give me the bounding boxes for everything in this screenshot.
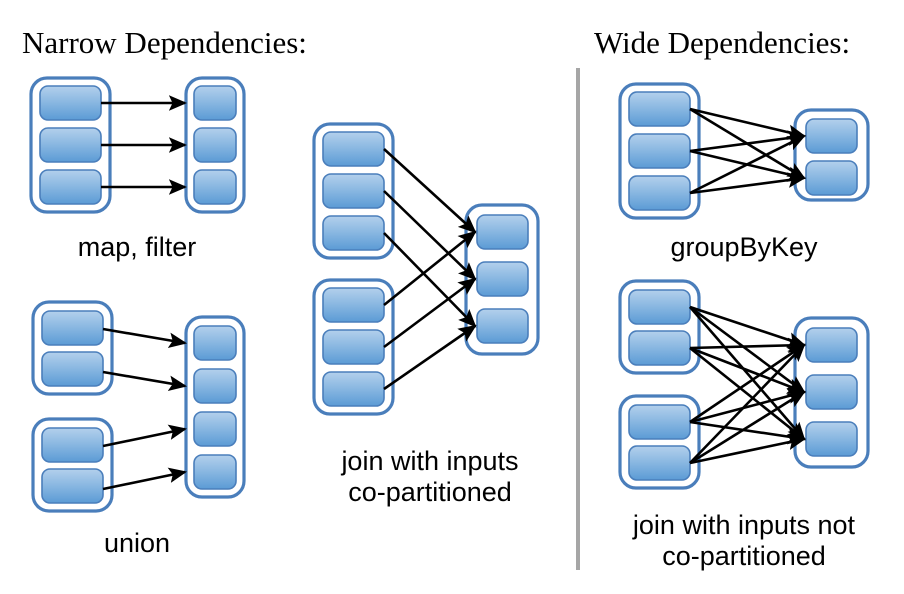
partition-block [41, 427, 104, 463]
dependency-arrow [689, 107, 807, 140]
partition-block [193, 368, 237, 404]
partition-block [193, 127, 237, 163]
dependency-arrow [383, 230, 477, 307]
caption-union: union [104, 528, 170, 558]
dependency-arrow [689, 346, 806, 441]
group-join-co-partitioned: join with inputs co-partitioned [312, 122, 540, 507]
partition-block [39, 85, 102, 121]
partition-block [193, 325, 237, 361]
dependency-arrow [689, 346, 806, 394]
partition-block [628, 289, 691, 325]
dependency-arrow [102, 327, 188, 348]
partition-block [193, 85, 237, 121]
dependency-arrow [689, 343, 806, 464]
dependency-arrow [102, 370, 188, 391]
dependency-arrow [689, 305, 806, 394]
partition-block [476, 261, 529, 297]
partition-block [628, 330, 691, 366]
dependency-arrow [689, 305, 806, 348]
dependency-arrow [383, 324, 477, 391]
partition-block [193, 411, 237, 447]
dependency-arrow [383, 148, 477, 234]
partition-block [805, 160, 858, 196]
group-map-filter: map, filter [29, 76, 246, 262]
partition-block [805, 374, 858, 410]
partition-block [41, 351, 104, 387]
partition-block [39, 127, 102, 163]
group-join-not-co-partitioned: join with inputs not co-partitioned [618, 279, 870, 571]
partition-block [322, 173, 385, 209]
caption-join-not-co-partitioned-line1: join with inputs not [632, 510, 856, 540]
partition-block [322, 329, 385, 365]
dependency-arrow [689, 390, 806, 465]
dependency-arrow [689, 420, 807, 445]
caption-join-co-partitioned-line1: join with inputs [340, 446, 518, 476]
caption-join-not-co-partitioned-line2: co-partitioned [662, 541, 826, 571]
partition-block [193, 454, 237, 490]
partition-block [628, 91, 691, 127]
partition-block [41, 468, 104, 504]
dependency-arrow [383, 232, 477, 328]
dependency-arrow [689, 130, 807, 153]
wide-dependencies-heading: Wide Dependencies: [594, 25, 850, 60]
dependency-arrow [102, 467, 188, 491]
group-groupbykey: groupByKey [618, 82, 870, 262]
partition-block [39, 169, 102, 205]
partition-block [805, 421, 858, 457]
partition-block [628, 133, 691, 169]
narrow-dependencies-heading: Narrow Dependencies: [22, 25, 307, 60]
partition-block [805, 118, 858, 154]
caption-groupbykey: groupByKey [670, 232, 818, 262]
group-union: union [31, 300, 246, 558]
partition-block [628, 404, 691, 440]
partition-block [41, 310, 104, 346]
partition-block [322, 131, 385, 167]
dependency-arrow [102, 424, 188, 448]
partition-block [628, 445, 691, 481]
caption-map-filter: map, filter [78, 232, 197, 262]
partition-block [476, 308, 529, 344]
partition-block [322, 215, 385, 251]
partition-block [322, 371, 385, 407]
dependency-arrow [689, 172, 807, 195]
dependency-arrow [689, 337, 807, 354]
dependency-arrow [689, 343, 806, 424]
caption-join-co-partitioned-line2: co-partitioned [348, 477, 512, 507]
dependency-arrow [689, 306, 806, 441]
partition-block [322, 287, 385, 323]
partition-block [193, 169, 237, 205]
partition-block [476, 214, 529, 250]
partition-block [628, 175, 691, 211]
dependency-arrow [383, 277, 477, 349]
dependency-arrow [689, 134, 806, 195]
partition-block [805, 327, 858, 363]
rdd-container-child [184, 315, 246, 499]
dependency-arrow [383, 190, 477, 281]
dependency-arrow [689, 434, 807, 465]
dependency-arrow [689, 388, 807, 424]
